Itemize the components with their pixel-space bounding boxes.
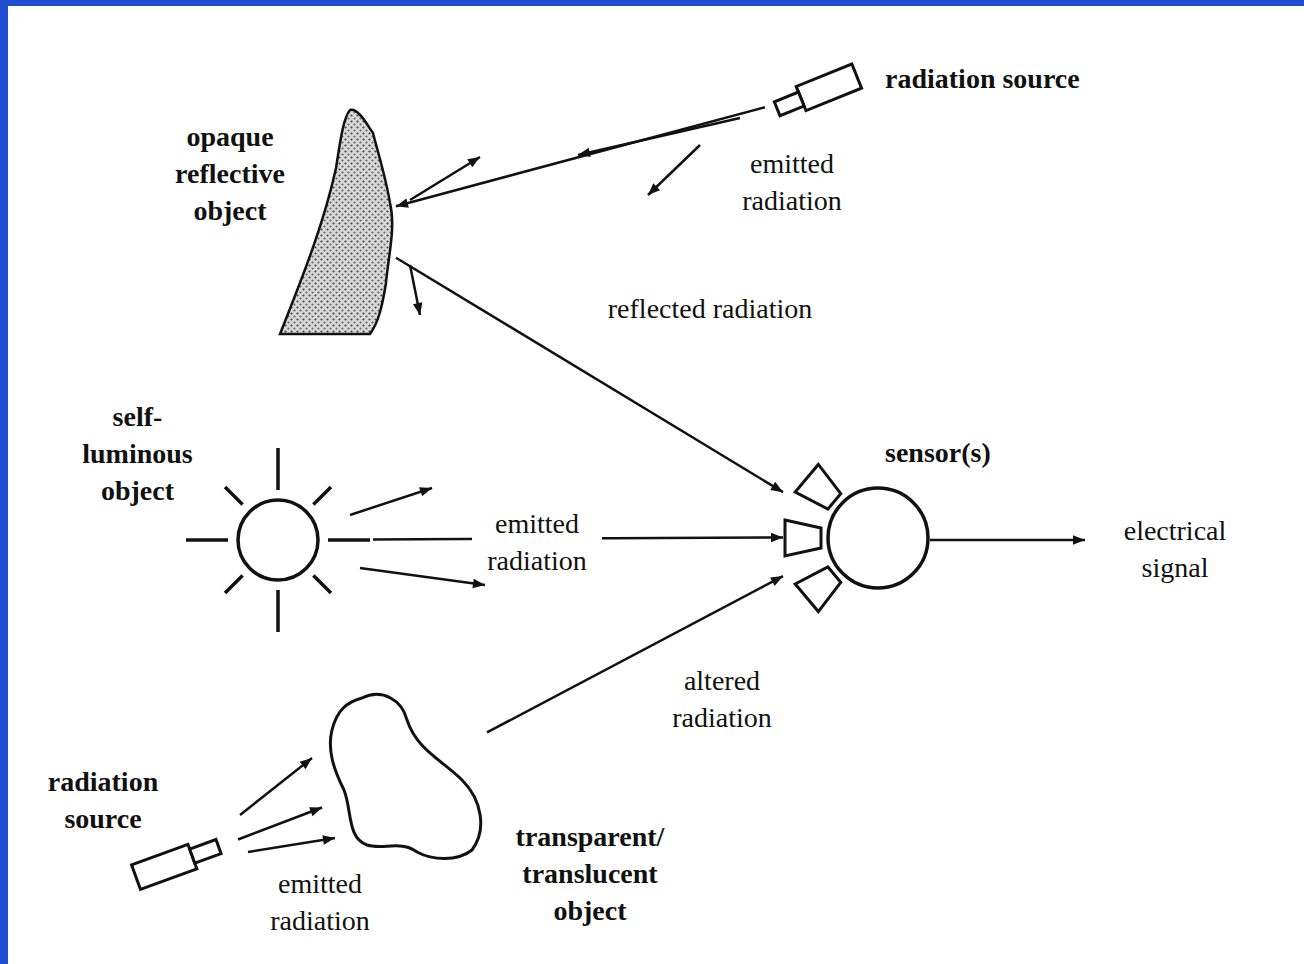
scatter-arrow [360, 568, 485, 585]
self-luminous-object: self- luminous object [183, 448, 373, 632]
edge-label: reflected radiation [570, 290, 850, 327]
scatter-arrow [350, 488, 432, 515]
self-luminous-object-shape [183, 448, 373, 632]
scatter-arrow [248, 838, 335, 852]
radiation-arrow [396, 107, 765, 206]
object-label: radiation source [33, 763, 173, 837]
sensor: sensor(s) [783, 462, 931, 612]
opaque-object-shape [278, 108, 396, 336]
translucent-object: transparent/ translucent object [322, 690, 487, 862]
radiation-arrow [238, 807, 322, 839]
translucent-object-shape [322, 690, 487, 862]
sensor-shape [783, 462, 931, 612]
edge-label: emitted radiation [722, 145, 862, 219]
object-label: sensor(s) [885, 434, 1085, 471]
frame-band [0, 0, 1304, 6]
frame-band [0, 0, 8, 964]
object-label: opaque reflective object [150, 118, 310, 229]
object-label: transparent/ translucent object [485, 818, 695, 929]
radiation-source-shape [128, 828, 238, 893]
radiation-source: radiation source [128, 828, 238, 893]
edge-label: altered radiation [652, 662, 792, 736]
edge-label: emitted radiation [472, 505, 602, 579]
radiation-source-shape [765, 60, 875, 125]
radiation-source: radiation source [765, 60, 875, 125]
edge-label: emitted radiation [250, 865, 390, 939]
signal-label: electrical signal [1100, 512, 1250, 586]
scatter-arrow [240, 758, 312, 815]
object-label: radiation source [885, 60, 1185, 97]
scatter-arrow [648, 145, 700, 195]
object-label: self- luminous object [60, 398, 215, 509]
signal-arrow [930, 539, 1085, 542]
opaque-object: opaque reflective object [278, 108, 396, 336]
